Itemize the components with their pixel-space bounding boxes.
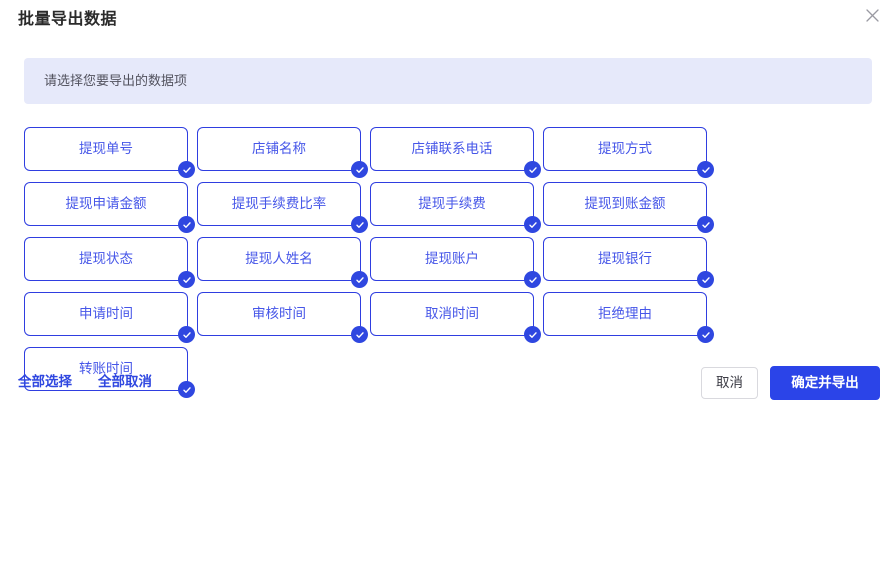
field-card-label: 转账时间 (79, 361, 133, 376)
check-icon[interactable] (351, 271, 368, 288)
check-icon[interactable] (178, 326, 195, 343)
field-card[interactable]: 审核时间 (197, 292, 368, 343)
field-card-label: 提现状态 (79, 251, 133, 266)
hint-banner: 请选择您要导出的数据项 (24, 58, 872, 104)
field-card[interactable]: 申请时间 (24, 292, 195, 343)
selection-links: 全部选择 全部取消 (18, 372, 152, 392)
field-card[interactable]: 提现银行 (543, 237, 714, 288)
field-card[interactable]: 提现单号 (24, 127, 195, 178)
field-card-label: 提现手续费比率 (231, 196, 327, 211)
field-card-label: 提现账户 (425, 251, 479, 266)
field-card-label: 提现手续费 (418, 196, 486, 211)
select-all-link[interactable]: 全部选择 (18, 374, 72, 389)
page-title: 批量导出数据 (18, 11, 118, 28)
field-card[interactable]: 拒绝理由 (543, 292, 714, 343)
field-card[interactable]: 店铺名称 (197, 127, 368, 178)
field-card-label: 拒绝理由 (598, 306, 652, 321)
field-card[interactable]: 提现方式 (543, 127, 714, 178)
check-icon[interactable] (524, 161, 541, 178)
field-card[interactable]: 转账时间 (24, 347, 195, 398)
field-card-label: 审核时间 (252, 306, 306, 321)
check-icon[interactable] (351, 216, 368, 233)
check-icon[interactable] (178, 381, 195, 398)
field-card[interactable]: 提现人姓名 (197, 237, 368, 288)
check-icon[interactable] (178, 271, 195, 288)
export-field-grid: 提现单号 店铺名称 店铺联系电话 提现方式提现申请金额 提现手续费比率 提现手续费 提现到账… (24, 127, 876, 398)
field-card-label: 提现申请金额 (65, 196, 147, 211)
hint-text: 请选择您要导出的数据项 (44, 73, 188, 88)
field-card-label: 店铺名称 (252, 141, 306, 156)
field-card-label: 取消时间 (425, 306, 479, 321)
field-card[interactable]: 取消时间 (370, 292, 541, 343)
field-card-label: 提现到账金额 (584, 196, 666, 211)
check-icon[interactable] (697, 326, 714, 343)
cancel-button[interactable]: 取消 (701, 367, 758, 399)
field-card[interactable]: 提现手续费比率 (197, 182, 368, 233)
field-card[interactable]: 店铺联系电话 (370, 127, 541, 178)
check-icon[interactable] (524, 326, 541, 343)
confirm-export-button[interactable]: 确定并导出 (770, 366, 880, 400)
check-icon[interactable] (524, 216, 541, 233)
check-icon[interactable] (697, 161, 714, 178)
check-icon[interactable] (351, 161, 368, 178)
field-card[interactable]: 提现账户 (370, 237, 541, 288)
field-card-label: 提现单号 (79, 141, 133, 156)
close-icon[interactable] (862, 5, 882, 25)
field-card-label: 申请时间 (79, 306, 133, 321)
deselect-all-link[interactable]: 全部取消 (98, 374, 152, 389)
field-card[interactable]: 提现申请金额 (24, 182, 195, 233)
check-icon[interactable] (524, 271, 541, 288)
check-icon[interactable] (697, 216, 714, 233)
field-card[interactable]: 提现手续费 (370, 182, 541, 233)
dialog-header: 批量导出数据 (0, 0, 896, 40)
field-card-label: 提现银行 (598, 251, 652, 266)
check-icon[interactable] (178, 161, 195, 178)
field-card-label: 提现人姓名 (245, 251, 313, 266)
dialog-footer: 全部选择 全部取消 取消 确定并导出 (0, 366, 896, 402)
field-card-label: 店铺联系电话 (411, 141, 493, 156)
check-icon[interactable] (351, 326, 368, 343)
field-card-label: 提现方式 (598, 141, 652, 156)
check-icon[interactable] (697, 271, 714, 288)
action-buttons: 取消 确定并导出 (701, 366, 880, 400)
field-card[interactable]: 提现到账金额 (543, 182, 714, 233)
check-icon[interactable] (178, 216, 195, 233)
field-card[interactable]: 提现状态 (24, 237, 195, 288)
